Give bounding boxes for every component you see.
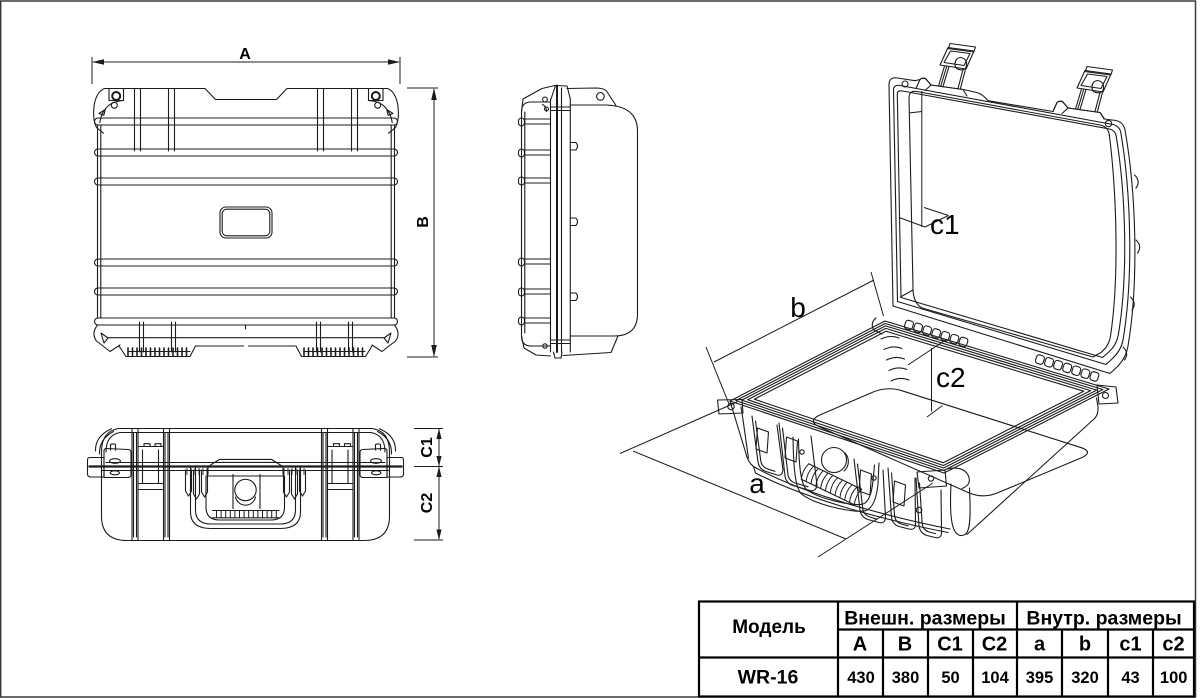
- svg-text:c1: c1: [1119, 634, 1141, 656]
- svg-text:C1: C1: [419, 437, 436, 458]
- svg-text:Внутр. размеры: Внутр. размеры: [1026, 608, 1181, 630]
- svg-text:395: 395: [1026, 669, 1054, 687]
- svg-text:c1: c1: [930, 209, 960, 240]
- svg-text:A: A: [853, 634, 867, 656]
- svg-text:c2: c2: [1162, 634, 1184, 656]
- svg-text:50: 50: [941, 669, 959, 687]
- svg-text:a: a: [749, 468, 765, 499]
- svg-text:a: a: [1034, 634, 1046, 656]
- svg-text:320: 320: [1071, 669, 1099, 687]
- svg-text:WR-16: WR-16: [738, 667, 799, 689]
- svg-text:430: 430: [847, 669, 875, 687]
- svg-text:A: A: [239, 46, 251, 63]
- svg-text:b: b: [1079, 634, 1091, 656]
- svg-text:B: B: [898, 634, 912, 656]
- svg-text:380: 380: [892, 669, 920, 687]
- svg-text:c2: c2: [936, 362, 966, 393]
- svg-text:C2: C2: [419, 493, 436, 514]
- svg-text:Внешн. размеры: Внешн. размеры: [844, 608, 1006, 630]
- svg-text:b: b: [790, 292, 806, 323]
- svg-text:C1: C1: [937, 634, 963, 656]
- svg-text:104: 104: [981, 669, 1009, 687]
- svg-text:43: 43: [1121, 669, 1139, 687]
- svg-text:100: 100: [1160, 669, 1188, 687]
- svg-text:C2: C2: [982, 634, 1008, 656]
- svg-text:B: B: [415, 216, 432, 228]
- svg-text:Модель: Модель: [732, 617, 806, 638]
